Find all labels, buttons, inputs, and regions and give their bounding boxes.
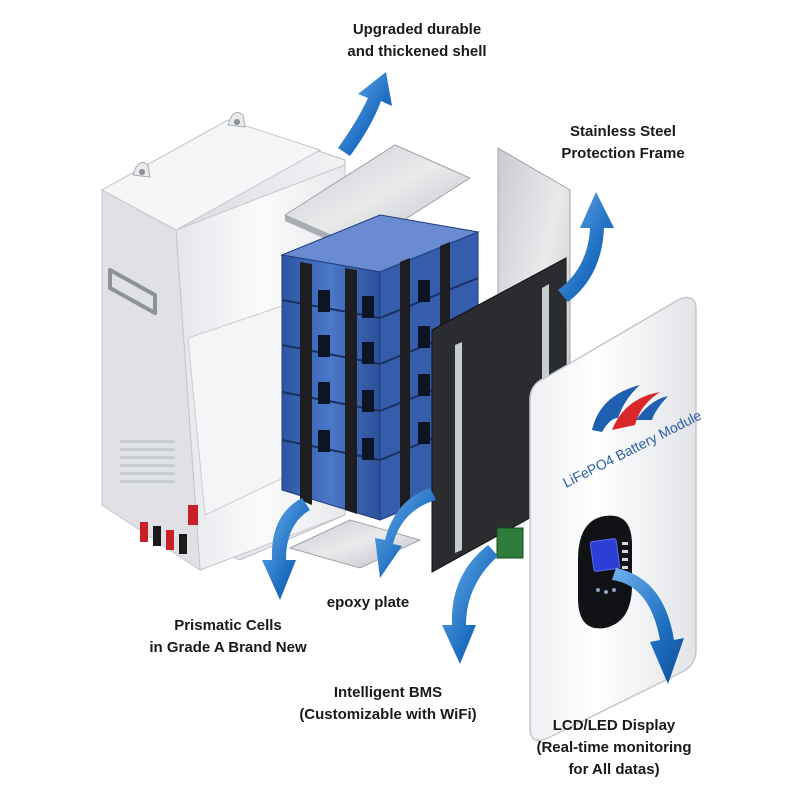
callout-shell-line-1: Upgraded durable [352, 21, 482, 38]
callout-shell-line-2: and thickened shell [347, 43, 487, 60]
callout-shell: Upgraded durable and thickened shell [322, 19, 512, 63]
callout-frame-line-1: Stainless Steel [570, 123, 676, 140]
arrow-shell-icon [338, 72, 392, 156]
arrow-epoxy-icon [375, 488, 436, 578]
callout-frame: Stainless Steel Protection Frame [548, 121, 698, 165]
callout-lcd-line-2: (Real-time monitoring [536, 739, 692, 756]
callout-frame-line-2: Protection Frame [561, 145, 685, 162]
arrow-frame-icon [558, 192, 614, 302]
front-panel: LiFePO4 Battery Module [529, 296, 704, 742]
arrow-cells-icon [262, 498, 310, 600]
callout-lcd: LCD/LED Display (Real-time monitoring fo… [514, 715, 714, 781]
terminal-connectors [140, 505, 198, 554]
arrow-bms-icon [442, 545, 498, 664]
callout-bms-line-2: (Customizable with WiFi) [299, 706, 477, 723]
callout-cells-line-2: in Grade A Brand New [149, 639, 307, 656]
arrow-lcd-icon [612, 568, 684, 684]
callout-lcd-line-3: for All datas) [568, 761, 660, 778]
callout-lcd-line-1: LCD/LED Display [552, 717, 676, 734]
lcd-display [578, 515, 632, 629]
callout-epoxy-line-1: epoxy plate [326, 594, 410, 611]
brand-logo [592, 385, 668, 432]
callout-bms-line-1: Intelligent BMS [333, 684, 443, 701]
callout-bms: Intelligent BMS (Customizable with WiFi) [278, 682, 498, 726]
callout-cells: Prismatic Cells in Grade A Brand New [118, 615, 338, 659]
callout-epoxy: epoxy plate [308, 592, 428, 614]
callout-cells-line-1: Prismatic Cells [174, 617, 282, 634]
